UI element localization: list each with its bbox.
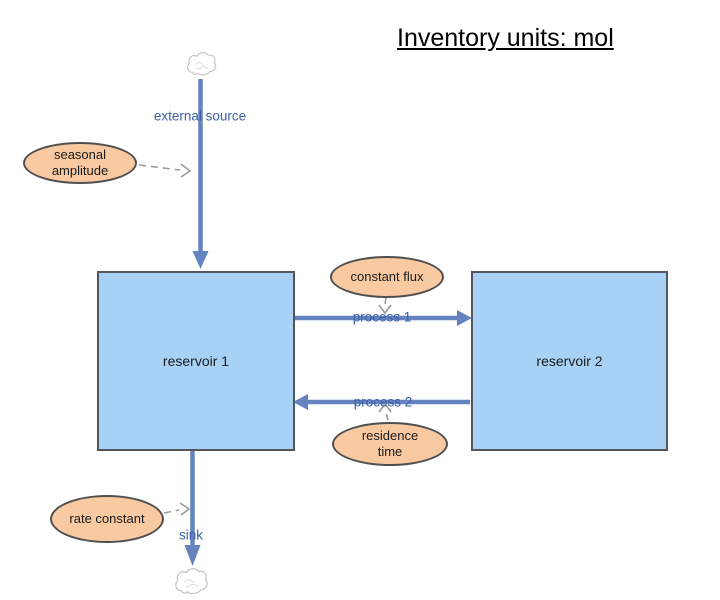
process1-arrow[interactable] — [295, 310, 472, 326]
sink-arrow[interactable] — [184, 451, 201, 566]
residence-time-label: residence time — [361, 428, 419, 459]
source-cloud-icon[interactable] — [187, 52, 217, 76]
external-source-label: external source — [153, 108, 247, 124]
residence-time-ellipse[interactable]: residence time — [332, 422, 448, 466]
diagram-title: Inventory units: mol — [397, 24, 614, 52]
reservoir-1-label: reservoir 1 — [162, 353, 230, 369]
rate-constant-label: rate constant — [69, 511, 145, 527]
seasonal-amplitude-ellipse[interactable]: seasonal amplitude — [23, 142, 137, 184]
sink-label: sink — [178, 527, 204, 543]
residence-time-connector[interactable] — [378, 402, 392, 421]
process2-arrow[interactable] — [293, 394, 470, 410]
constant-flux-connector[interactable] — [378, 297, 392, 315]
rate-constant-connector[interactable] — [163, 502, 191, 516]
seasonal-amplitude-label: seasonal amplitude — [51, 147, 109, 178]
seasonal-amplitude-connector[interactable] — [138, 163, 192, 178]
constant-flux-ellipse[interactable]: constant flux — [330, 256, 444, 298]
rate-constant-ellipse[interactable]: rate constant — [50, 495, 164, 543]
external-source-arrow[interactable] — [192, 79, 209, 269]
process1-label: process 1 — [352, 309, 412, 325]
sink-cloud-icon[interactable] — [175, 568, 208, 595]
reservoir-1-box[interactable]: reservoir 1 — [97, 271, 295, 451]
reservoir-2-label: reservoir 2 — [536, 353, 603, 369]
constant-flux-label: constant flux — [350, 269, 424, 285]
process2-label: process 2 — [353, 394, 413, 410]
reservoir-2-box[interactable]: reservoir 2 — [471, 271, 668, 451]
